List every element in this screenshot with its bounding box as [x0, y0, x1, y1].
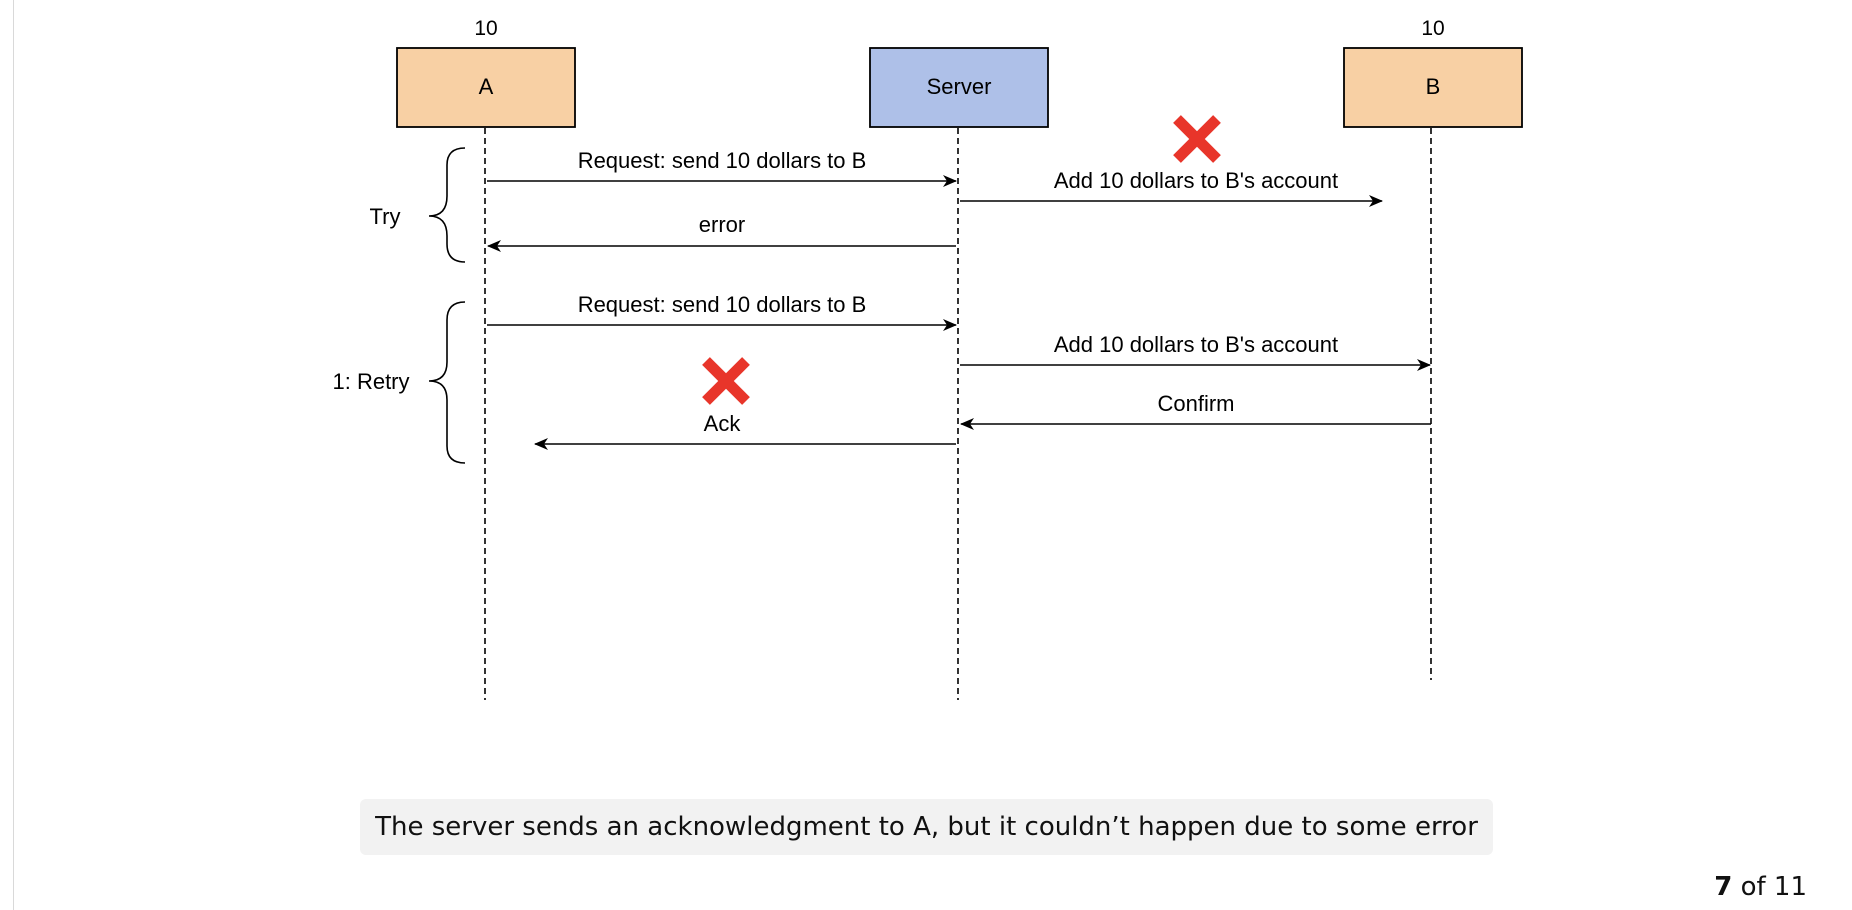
participant-server-label: Server [927, 74, 992, 99]
retry-brace [428, 301, 466, 464]
message-label-error: error [699, 212, 745, 237]
participant-b-box [1343, 47, 1523, 128]
message-label-request-1: Request: send 10 dollars to B [578, 148, 867, 173]
caption-box: The server sends an acknowledgment to A,… [360, 799, 1493, 855]
failed-cross-icon [1173, 115, 1221, 163]
message-label-ack: Ack [704, 411, 742, 436]
participant-server-box [869, 47, 1049, 128]
try-brace [428, 147, 466, 263]
participant-a-value: 10 [474, 17, 497, 40]
total-pages-text: of 11 [1740, 872, 1807, 902]
caption-text: The server sends an acknowledgment to A,… [375, 812, 1478, 842]
page-counter: 7 of 11 [1714, 872, 1807, 902]
participant-b-value: 10 [1421, 17, 1444, 40]
message-label-add-1: Add 10 dollars to B's account [1054, 168, 1338, 193]
message-label-add-2: Add 10 dollars to B's account [1054, 332, 1338, 357]
participant-a-box [396, 47, 576, 128]
participant-b-label: B [1426, 74, 1441, 99]
current-page-number: 7 [1714, 872, 1733, 902]
participant-a-label: A [479, 74, 494, 99]
message-label-request-2: Request: send 10 dollars to B [578, 292, 867, 317]
try-group-label: Try [370, 204, 401, 229]
frame-border [13, 0, 14, 910]
message-label-confirm: Confirm [1157, 391, 1234, 416]
retry-group-label: 1: Retry [332, 369, 409, 394]
failed-cross-icon [702, 357, 750, 405]
